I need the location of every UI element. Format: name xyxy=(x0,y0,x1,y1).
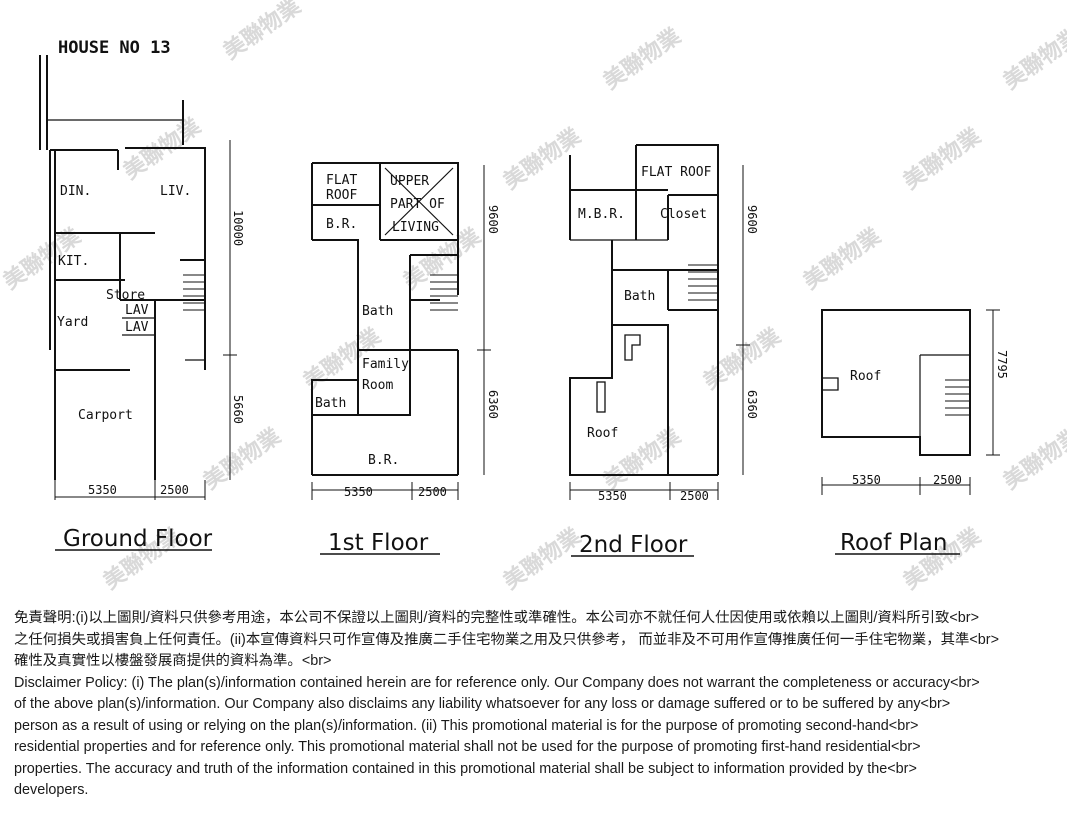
room-label: B.R. xyxy=(326,217,357,232)
dimension-label: 2500 xyxy=(160,483,189,497)
room-label: LAV xyxy=(125,303,149,318)
room-label: LIV. xyxy=(160,184,191,199)
watermark-layer: 美聯物業 美聯物業 美聯物業 美聯物業 美聯物業 美聯物業 美聯物業 美聯物業 … xyxy=(0,0,1067,595)
dimension-label: 10000 xyxy=(231,210,245,246)
room-label: ROOF xyxy=(326,188,357,203)
room-label: KIT. xyxy=(58,254,89,269)
disclaimer-line: properties. The accuracy and truth of th… xyxy=(14,760,917,777)
roof-plan-labels: Roof 7795 5350 2500 Roof Plan xyxy=(835,350,1009,556)
watermark-text: 美聯物業 xyxy=(999,23,1067,95)
ground-floor-labels: DIN. LIV. KIT. Store LAV LAV Yard Carpor… xyxy=(55,184,245,552)
room-label: Family xyxy=(362,357,409,372)
disclaimer-line: developers. xyxy=(14,782,89,798)
dimension-label: 7795 xyxy=(995,350,1009,379)
room-label: Carport xyxy=(78,408,133,423)
watermark-text: 美聯物業 xyxy=(499,123,587,195)
room-label: Store xyxy=(106,288,145,303)
roof-plan xyxy=(821,309,1000,495)
disclaimer-line: residential properties and for reference… xyxy=(14,739,921,755)
watermark-text: 美聯物業 xyxy=(699,323,787,395)
watermark-text: 美聯物業 xyxy=(199,423,287,495)
dimension-label: 2500 xyxy=(933,473,962,487)
house-number-label: HOUSE NO 13 xyxy=(58,38,171,58)
dimension-label: 9600 xyxy=(486,205,500,234)
room-label: FLAT ROOF xyxy=(641,165,712,180)
disclaimer-text: 免責聲明:(i)以上圖則/資料只供參考用途，本公司不保證以上圖則/資料的完整性或… xyxy=(14,608,1064,802)
dimension-label: 6360 xyxy=(745,390,759,419)
first-floor-plan xyxy=(311,162,491,500)
room-label: Roof xyxy=(587,426,618,441)
room-label: LAV xyxy=(125,320,149,335)
first-floor-labels: FLAT ROOF UPPER PART OF LIVING B.R. Bath… xyxy=(315,173,500,556)
room-label: Room xyxy=(362,378,393,393)
room-label: DIN. xyxy=(60,184,91,199)
floor-title-second: 2nd Floor xyxy=(579,532,688,558)
ground-floor-plan xyxy=(39,55,237,500)
floor-plan-drawing: 美聯物業 美聯物業 美聯物業 美聯物業 美聯物業 美聯物業 美聯物業 美聯物業 … xyxy=(0,0,1067,595)
disclaimer-line: Disclaimer Policy: (i) The plan(s)/infor… xyxy=(14,674,980,691)
watermark-text: 美聯物業 xyxy=(219,0,307,65)
room-label: Roof xyxy=(850,369,881,384)
dimension-label: 5350 xyxy=(88,483,117,497)
room-label: M.B.R. xyxy=(578,207,625,222)
second-floor-plan xyxy=(569,144,750,500)
watermark-text: 美聯物業 xyxy=(799,223,887,295)
room-label: B.R. xyxy=(368,453,399,468)
room-label: Bath xyxy=(624,289,655,304)
room-label: UPPER xyxy=(390,174,429,189)
watermark-text: 美聯物業 xyxy=(899,123,987,195)
dimension-label: 2500 xyxy=(418,485,447,499)
watermark-text: 美聯物業 xyxy=(499,523,587,595)
disclaimer-line: 確性及真實性以樓盤發展商提供的資料為準。<br> xyxy=(14,653,332,669)
disclaimer-line: 免責聲明:(i)以上圖則/資料只供參考用途，本公司不保證以上圖則/資料的完整性或… xyxy=(14,610,979,626)
floor-title-ground: Ground Floor xyxy=(63,526,213,552)
room-label: LIVING xyxy=(392,220,439,235)
watermark-text: 美聯物業 xyxy=(999,423,1067,495)
dimension-label: 5350 xyxy=(598,489,627,503)
room-label: Closet xyxy=(660,207,707,222)
dimension-label: 2500 xyxy=(680,489,709,503)
watermark-text: 美聯物業 xyxy=(599,23,687,95)
dimension-label: 5660 xyxy=(231,395,245,424)
disclaimer-line: of the above plan(s)/information. Our Co… xyxy=(14,696,951,712)
dimension-label: 9600 xyxy=(745,205,759,234)
floor-title-first: 1st Floor xyxy=(328,530,429,556)
room-label: Bath xyxy=(362,304,393,319)
room-label: Bath xyxy=(315,396,346,411)
room-label: Yard xyxy=(57,315,88,330)
disclaimer-line: 之任何損失或損害負上任何責任。(ii)本宣傳資料只可作宣傳及推廣二手住宅物業之用… xyxy=(14,631,999,648)
disclaimer-line: person as a result of using or relying o… xyxy=(14,717,919,734)
dimension-label: 5350 xyxy=(852,473,881,487)
floor-title-roof: Roof Plan xyxy=(840,530,947,556)
dimension-label: 6360 xyxy=(486,390,500,419)
room-label: FLAT xyxy=(326,173,357,188)
dimension-label: 5350 xyxy=(344,485,373,499)
second-floor-labels: FLAT ROOF M.B.R. Closet Bath Roof 9600 6… xyxy=(571,165,759,558)
room-label: PART OF xyxy=(390,197,445,212)
